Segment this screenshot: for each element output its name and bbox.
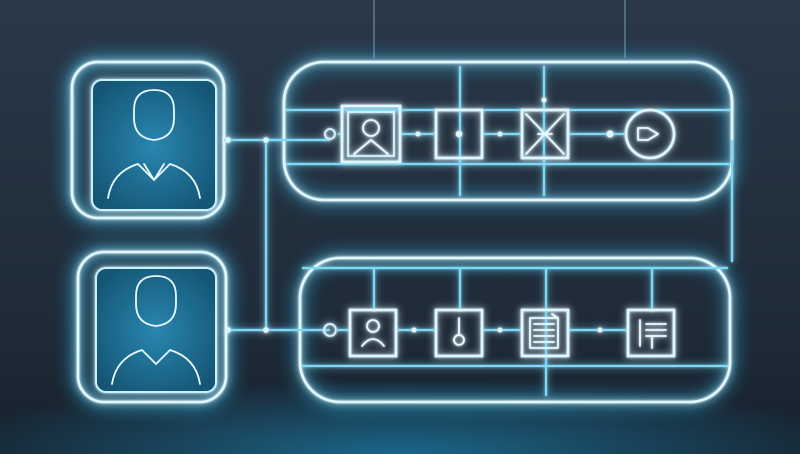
lane-2-step-4 [626, 308, 676, 358]
image-portrait-icon [353, 119, 389, 155]
junction-dot [411, 327, 417, 333]
junction-dot [497, 131, 503, 137]
person-icon [107, 89, 201, 199]
person-icon [111, 275, 201, 385]
junction-dot [541, 97, 547, 103]
dot-square-icon [455, 130, 463, 138]
lane-container-1 [282, 60, 734, 202]
lane-1-step-1 [340, 104, 402, 164]
junction-dot [606, 130, 614, 138]
lane-2-grid [302, 267, 728, 396]
lane-1-step-3 [520, 108, 570, 160]
key-icon [453, 317, 465, 346]
junction-dot [497, 327, 503, 333]
lane-2-step-3 [520, 308, 570, 358]
lane-2-step-1 [348, 308, 398, 358]
document-list-icon [529, 313, 559, 349]
lane-1-step-2 [434, 108, 484, 160]
actor-card-1 [70, 60, 226, 220]
x-box-icon [525, 113, 565, 155]
junction-dot [415, 131, 421, 137]
target-circle-icon [637, 127, 659, 141]
connectors [224, 128, 733, 337]
junction-dot [597, 327, 603, 333]
lane-2-step-2 [434, 308, 484, 358]
lane-1-step-4 [624, 108, 676, 160]
actor-card-2 [76, 250, 228, 404]
user-badge-icon [361, 319, 385, 347]
filter-panel-icon [639, 319, 667, 349]
